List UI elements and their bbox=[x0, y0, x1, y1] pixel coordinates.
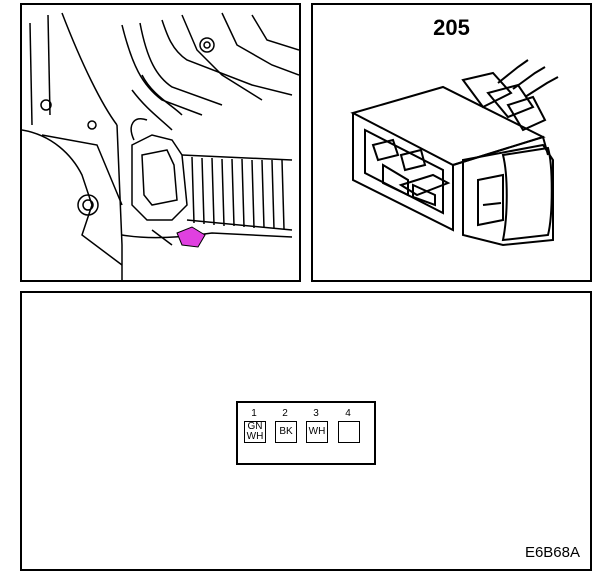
pin-1-wire-color-1: GN bbox=[247, 421, 263, 432]
pinout-panel: 1 2 3 4 GN WH BK WH E6B68A bbox=[20, 291, 592, 571]
engine-bay-illustration-panel bbox=[20, 3, 301, 282]
figure-id-label: E6B68A bbox=[524, 544, 580, 561]
pin-number-3: 3 bbox=[313, 408, 319, 419]
pin-cell-4 bbox=[338, 421, 360, 443]
pin-cell-1: GN WH bbox=[244, 421, 266, 443]
pin-2-wire-color: BK bbox=[279, 426, 293, 437]
connector-pin-block: 1 2 3 4 GN WH BK WH bbox=[236, 401, 376, 465]
connector-drawing bbox=[350, 59, 559, 247]
pin-cell-3: WH bbox=[306, 421, 328, 443]
pin-3-wire-color: WH bbox=[308, 426, 326, 437]
pin-1-wire-color-2: WH bbox=[246, 431, 264, 442]
connector-illustration-panel: 205 bbox=[311, 3, 592, 282]
engine-bay-drawing bbox=[22, 12, 299, 280]
pin-number-2: 2 bbox=[282, 408, 288, 419]
pin-number-1: 1 bbox=[251, 408, 257, 419]
connector-number-label: 205 bbox=[433, 15, 470, 40]
pin-cell-2: BK bbox=[275, 421, 297, 443]
highlighted-connector-marker bbox=[176, 226, 206, 248]
pin-number-4: 4 bbox=[345, 408, 351, 419]
